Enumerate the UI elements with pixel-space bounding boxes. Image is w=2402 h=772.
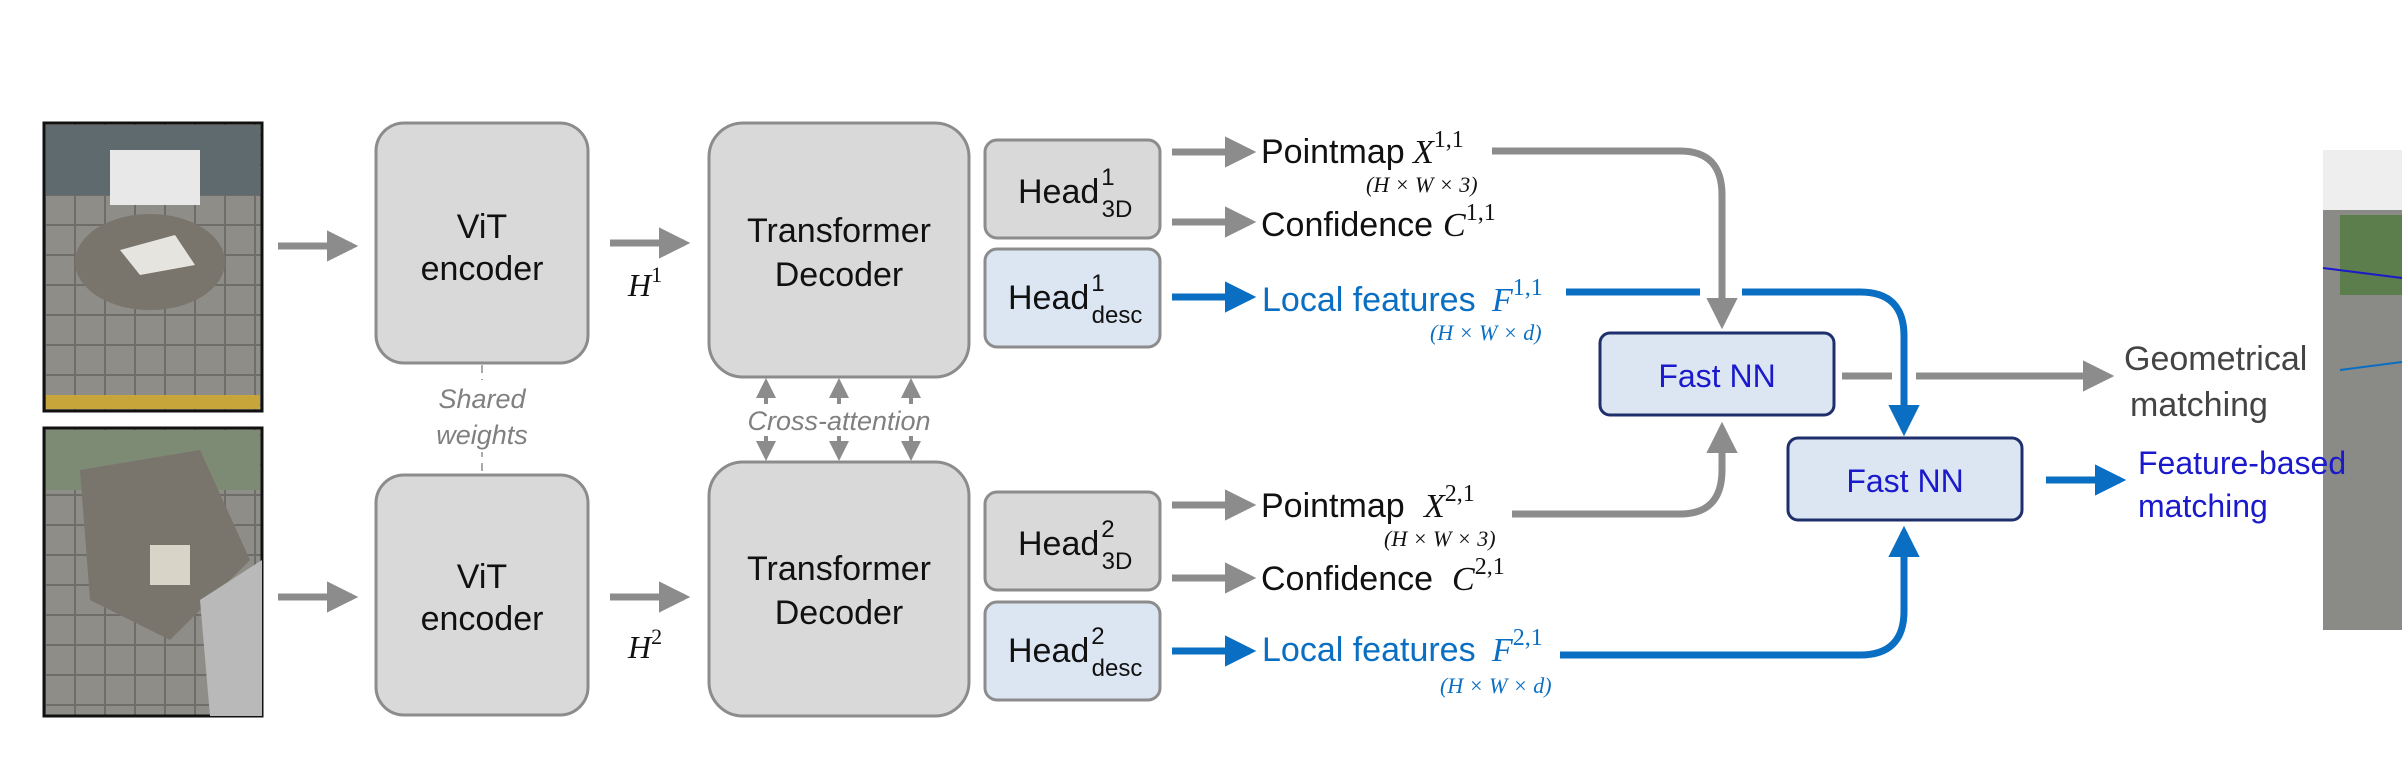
- head-3d-bottom: [983, 490, 1162, 592]
- encoder-bottom-label-2: encoder: [421, 600, 544, 638]
- token-h1: H1: [627, 262, 662, 303]
- pointmap-bottom-symbol: X2,1: [1422, 481, 1475, 525]
- geometrical-matching-label-2: matching: [2130, 386, 2268, 424]
- fast-nn-feature-label: Fast NN: [1846, 463, 1963, 499]
- local-features-bottom-symbol: F2,1: [1491, 625, 1543, 669]
- local-features-top-dim: (H × W × d): [1430, 320, 1542, 345]
- feature-matching-label-2: matching: [2138, 488, 2268, 524]
- vit-encoder-top: [374, 121, 590, 365]
- shared-weights-label-2: weights: [436, 420, 528, 450]
- pointmap-top-symbol: X1,1: [1411, 127, 1464, 171]
- head-desc-bottom: [983, 600, 1162, 702]
- confidence-top-label: Confidence: [1261, 206, 1433, 244]
- arrow-pointmap1-to-fastnn-geo: [1492, 147, 1738, 330]
- transformer-decoder-bottom: [707, 460, 971, 718]
- fast-nn-feature: [1786, 436, 2024, 522]
- decoder-bottom-label-1: Transformer: [747, 550, 931, 588]
- pointmap-bottom-label: Pointmap: [1261, 487, 1405, 525]
- confidence-bottom-symbol: C2,1: [1452, 554, 1505, 598]
- local-features-top-symbol: F1,1: [1491, 275, 1543, 319]
- local-features-top-label: Local features: [1262, 281, 1476, 319]
- local-features-bottom-label: Local features: [1262, 631, 1476, 669]
- shared-weights-label-1: Shared: [438, 384, 526, 414]
- transformer-decoder-top: [707, 121, 971, 379]
- pointmap-top-dim: (H × W × 3): [1366, 172, 1478, 197]
- input-image-2: [42, 426, 264, 718]
- head-desc-top: [983, 247, 1162, 349]
- vit-encoder-bottom: [374, 473, 590, 717]
- decoder-bottom-label-2: Decoder: [775, 594, 904, 632]
- pointmap-top-label: Pointmap: [1261, 133, 1405, 171]
- arrow-features2-to-fastnn-feat: [1560, 525, 1920, 659]
- confidence-bottom-label: Confidence: [1261, 560, 1433, 598]
- encoder-top-label-1: ViT: [457, 208, 507, 246]
- pointmap-bottom-dim: (H × W × 3): [1384, 526, 1496, 551]
- encoder-top-label-2: encoder: [421, 250, 544, 288]
- matched-image-crop: [2322, 150, 2402, 630]
- input-image-1: [42, 121, 264, 413]
- feature-matching-label-1: Feature-based: [2138, 445, 2346, 481]
- head-3d-top: [983, 138, 1162, 240]
- encoder-bottom-label-1: ViT: [457, 558, 507, 596]
- token-h2: H2: [627, 624, 662, 665]
- local-features-bottom-dim: (H × W × d): [1440, 673, 1552, 698]
- fast-nn-geometric-label: Fast NN: [1658, 358, 1775, 394]
- fast-nn-geometric: [1598, 331, 1836, 417]
- arrow-features1-to-fastnn-feat: [1566, 288, 1904, 430]
- arrow-pointmap2-to-fastnn-geo: [1512, 421, 1738, 518]
- decoder-top-label-2: Decoder: [775, 256, 904, 294]
- cross-attention-label: Cross-attention: [747, 406, 930, 436]
- geometrical-matching-label-1: Geometrical: [2124, 340, 2307, 378]
- decoder-top-label-1: Transformer: [747, 212, 931, 250]
- confidence-top-symbol: C1,1: [1443, 200, 1496, 244]
